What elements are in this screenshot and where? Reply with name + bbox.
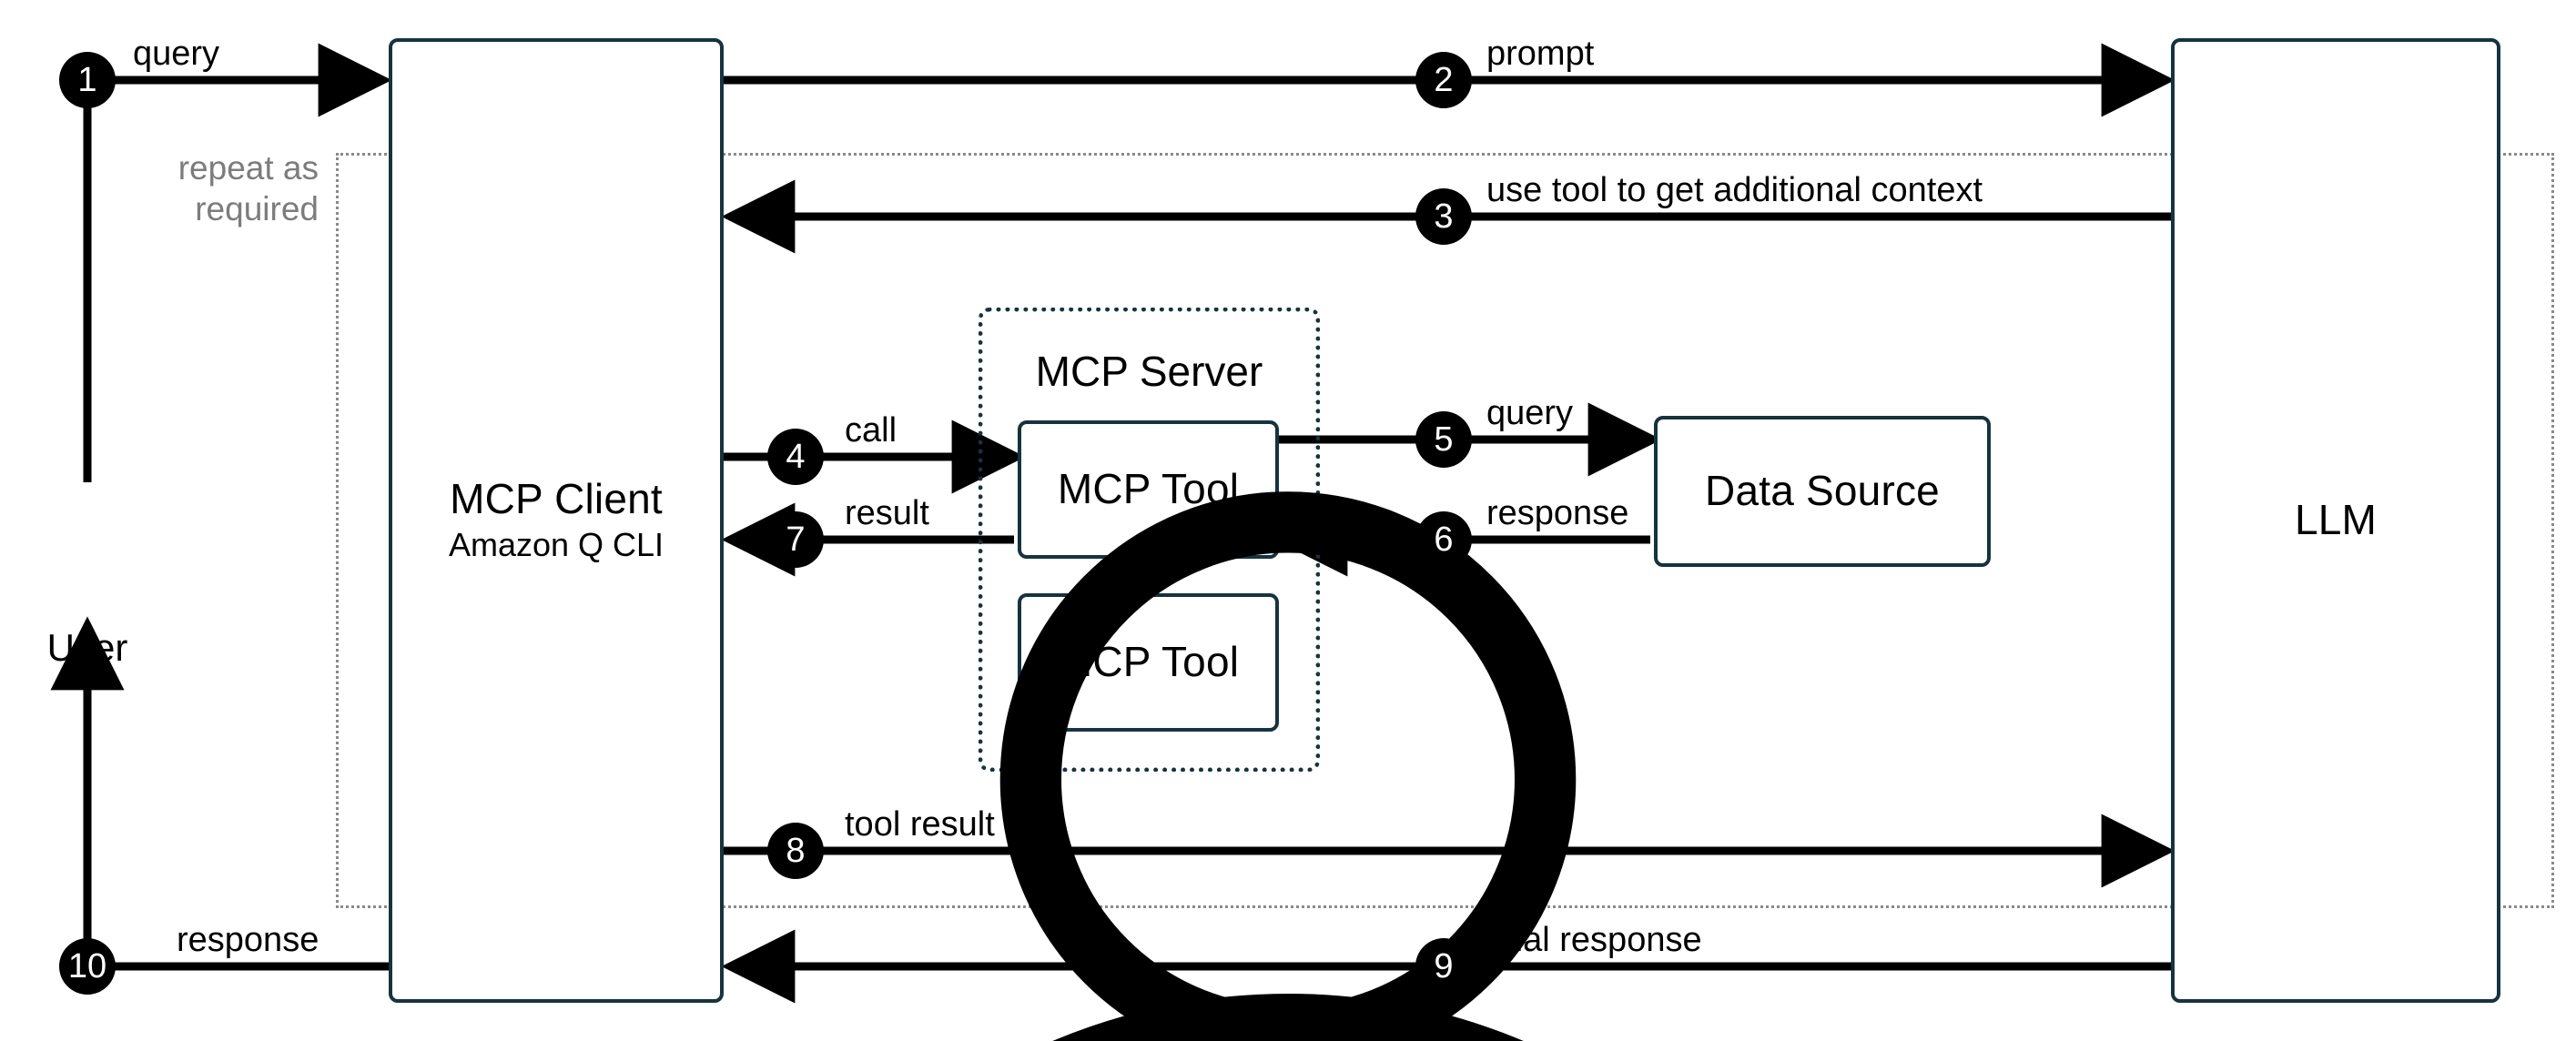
- step-label-6: response: [1486, 494, 1629, 532]
- step-badge-7[interactable]: 7: [767, 511, 824, 568]
- step-badge-6[interactable]: 6: [1415, 511, 1472, 568]
- node-data-source[interactable]: Data Source: [1654, 416, 1991, 567]
- step-badge-8[interactable]: 8: [767, 823, 824, 879]
- step-badge-3[interactable]: 3: [1415, 188, 1472, 245]
- node-mcp-client-subtitle: Amazon Q CLI: [448, 526, 664, 564]
- step-label-3: use tool to get additional context: [1486, 171, 1983, 209]
- step-badge-9[interactable]: 9: [1415, 938, 1472, 995]
- actor-user-label: User: [46, 626, 128, 669]
- step-badge-5[interactable]: 5: [1415, 411, 1472, 468]
- step-label-2: prompt: [1486, 35, 1595, 73]
- node-mcp-client-title: MCP Client: [450, 475, 663, 523]
- step-badge-10[interactable]: 10: [59, 938, 116, 995]
- user-person-icon: [999, 491, 1577, 1041]
- step-badge-4[interactable]: 4: [767, 429, 824, 485]
- step-label-9: final response: [1486, 921, 1702, 959]
- repeat-as-required-label: repeat as required: [177, 149, 319, 228]
- step-label-1: query: [133, 35, 220, 73]
- step-label-4: call: [845, 411, 898, 450]
- node-llm-title: LLM: [2294, 496, 2378, 544]
- group-mcp-server-label: MCP Server: [1035, 348, 1263, 395]
- step-label-10: response: [177, 921, 319, 959]
- actor-user: User: [0, 473, 1577, 1041]
- step-label-8: tool result: [845, 805, 995, 844]
- step-label-7: result: [845, 494, 929, 532]
- step-label-5: query: [1486, 394, 1574, 432]
- step-badge-1[interactable]: 1: [59, 52, 116, 108]
- node-mcp-client[interactable]: MCP Client Amazon Q CLI: [389, 38, 724, 1003]
- node-llm[interactable]: LLM: [2171, 38, 2500, 1003]
- node-data-source-title: Data Source: [1705, 467, 1940, 515]
- step-badge-2[interactable]: 2: [1415, 52, 1472, 108]
- repeat-as-required-region: [336, 153, 2554, 908]
